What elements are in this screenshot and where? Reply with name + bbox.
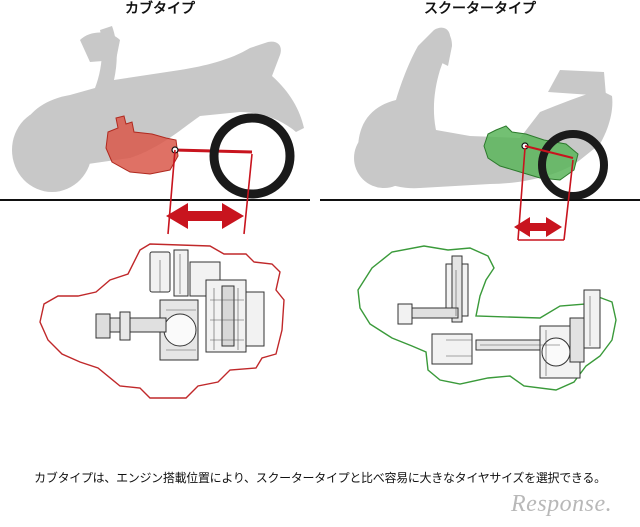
cub-engine-cutaway: [39, 243, 285, 399]
cub-type-title: カブタイプ: [125, 1, 195, 17]
cub-bike-silhouette: [18, 26, 304, 168]
scooter-distance-arrow: [514, 217, 562, 237]
scooter-engine-cutaway: [357, 245, 617, 391]
cub-rear-wheel-silhouette: [12, 108, 92, 192]
cub-bike-illustration: [0, 26, 310, 235]
scooter-engine-highlight: [483, 125, 579, 181]
comparison-caption: カブタイプは、エンジン搭載位置により、スクータータイプと比べ容易に大きなタイヤサ…: [34, 471, 606, 485]
scooter-type-title: スクータータイプ: [424, 1, 536, 17]
cub-engine-outline: [39, 243, 285, 399]
cub-distance-arrow: [166, 203, 244, 229]
comparison-diagram: [0, 26, 640, 399]
scooter-front-tire: [538, 130, 608, 200]
response-watermark: Response.: [511, 491, 613, 517]
scooter-bike-illustration: [320, 27, 640, 241]
scooter-engine-outline: [357, 245, 617, 391]
cub-engine-highlight: [105, 115, 179, 175]
cub-front-tire: [209, 113, 295, 199]
